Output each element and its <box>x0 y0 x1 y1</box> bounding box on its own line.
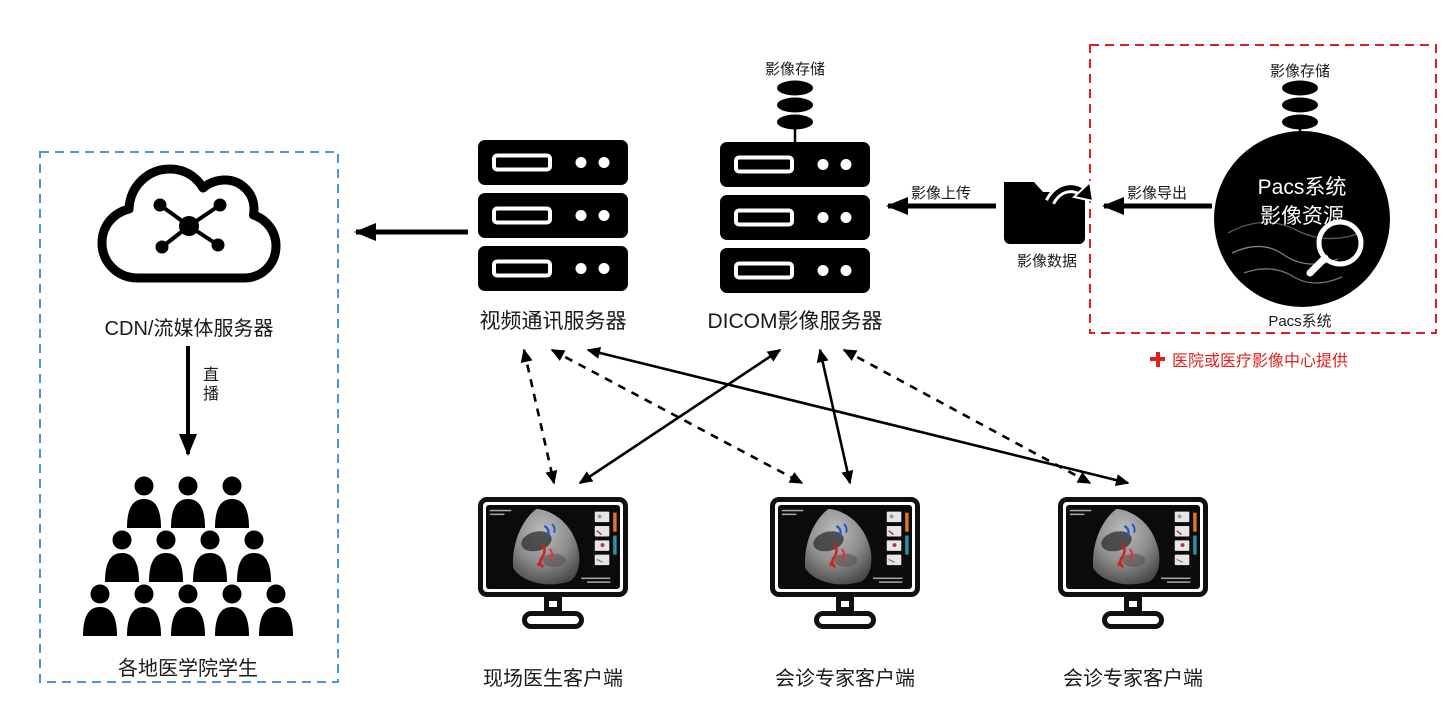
pacs-caption: Pacs系统 <box>1268 313 1332 330</box>
monitor-screen <box>1058 497 1208 597</box>
network-node-icon <box>153 198 227 254</box>
monitor-stand-base <box>814 611 876 629</box>
monitor-screen <box>770 497 920 597</box>
cdn-server-label: CDN/流媒体服务器 <box>104 318 274 340</box>
dicom-storage-label: 影像存储 <box>764 61 826 78</box>
client-3-label: 会诊专家客户端 <box>1063 668 1203 690</box>
pacs-circle-title-line2: 影像资源 <box>1260 205 1344 228</box>
link-video-server-client3 <box>586 347 1130 486</box>
ultrasound-image <box>486 505 620 589</box>
ultrasound-image <box>778 505 912 589</box>
monitor-stand-neck <box>836 596 854 612</box>
magnifier-icon <box>1306 219 1364 277</box>
folder-label: 影像数据 <box>1016 253 1078 270</box>
cdn-group-box <box>39 151 339 683</box>
ultrasound-image <box>1066 505 1200 589</box>
client-monitor-1 <box>478 497 628 629</box>
dicom-server-label: DICOM影像服务器 <box>707 310 883 333</box>
students-crowd-icon <box>83 476 293 636</box>
link-video-server-client2 <box>550 348 804 485</box>
pacs-circle-art <box>1214 131 1390 307</box>
cloud-icon <box>97 164 281 283</box>
monitor-stand-base <box>522 611 584 629</box>
export-arrow-label: 影像导出 <box>1126 185 1188 202</box>
video-server-label: 视频通讯服务器 <box>479 310 627 333</box>
pacs-circle-title-line1: Pacs系统 <box>1257 176 1347 199</box>
link-dicom-server-client1 <box>578 348 782 485</box>
image-data-folder-icon <box>1004 179 1095 244</box>
upload-arrow-label: 影像上传 <box>910 185 972 202</box>
monitor-stand-neck <box>544 596 562 612</box>
pacs-storage-icon <box>1282 80 1318 130</box>
client-monitor-2 <box>770 497 920 629</box>
dicom-storage-icon <box>777 80 813 130</box>
video-server-icon <box>478 140 628 291</box>
monitor-stand-neck <box>1124 596 1142 612</box>
client-1-label: 现场医生客户端 <box>483 668 623 690</box>
pacs-storage-label: 影像存储 <box>1269 63 1331 80</box>
pacs-provider-note-text: 医院或医疗影像中心提供 <box>1172 353 1349 370</box>
pacs-provider-note: 医院或医疗影像中心提供 <box>1150 347 1348 371</box>
students-label: 各地医学院学生 <box>118 658 258 680</box>
pacs-system-circle: Pacs系统 影像资源 <box>1214 131 1390 307</box>
link-video-server-client1 <box>520 348 558 485</box>
dicom-server-icon <box>720 142 870 293</box>
link-dicom-server-client3 <box>842 348 1092 485</box>
plus-icon <box>1150 351 1165 367</box>
monitor-stand-base <box>1102 611 1164 629</box>
client-monitor-3 <box>1058 497 1208 629</box>
client-2-label: 会诊专家客户端 <box>775 668 915 690</box>
pacs-circle-title: Pacs系统 影像资源 <box>1214 173 1390 231</box>
pacs-group-box <box>1089 44 1437 334</box>
live-arrow-label: 直播 <box>200 366 217 404</box>
monitor-screen <box>478 497 628 597</box>
link-dicom-server-client2 <box>816 348 854 485</box>
